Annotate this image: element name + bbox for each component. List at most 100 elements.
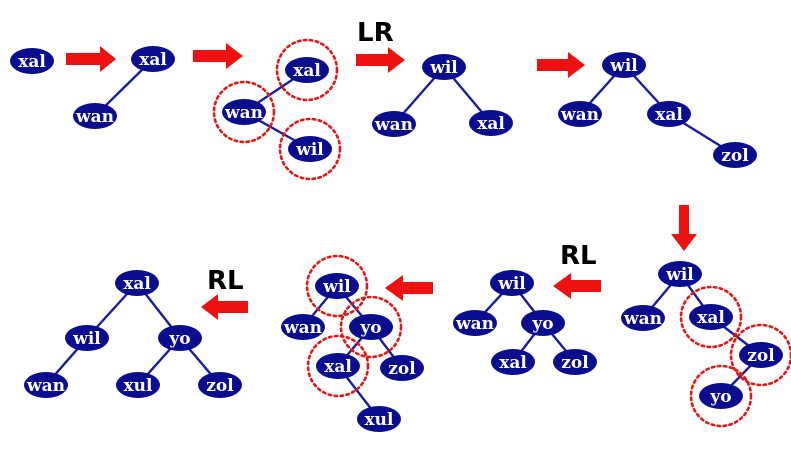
tree-node-t6-xal: xal <box>689 304 733 330</box>
node-label: wan <box>455 314 494 334</box>
node-label: yo <box>531 314 553 334</box>
tree-node-t9-xul: xul <box>116 372 160 398</box>
node-label: wil <box>295 140 324 160</box>
node-shape <box>222 99 266 125</box>
node-label: zol <box>747 346 775 366</box>
node-label: zol <box>388 359 416 379</box>
node-label: wan <box>560 105 599 125</box>
node-label: xal <box>123 274 151 294</box>
node-shape <box>372 111 416 137</box>
tree-node-t4-wan: wan <box>372 111 416 137</box>
node-shape <box>621 305 665 331</box>
node-label: wil <box>497 274 526 294</box>
highlight-ring-t8-wil <box>305 254 369 318</box>
highlight-ring-t8-yo <box>339 295 403 359</box>
tree-node-t3-wan: wan <box>222 99 266 125</box>
node-shape <box>469 110 513 136</box>
step-arrow-right-2 <box>193 43 243 69</box>
node-shape <box>131 46 175 72</box>
tree-node-t7-wil: wil <box>490 270 534 296</box>
step-arrow-left-3 <box>201 294 248 320</box>
node-label: wil <box>322 277 351 297</box>
node-shape <box>158 325 202 351</box>
tree-node-t9-wil: wil <box>65 325 109 351</box>
tree-node-t5-xal: xal <box>647 101 691 127</box>
tree-node-t9-xal: xal <box>115 270 159 296</box>
node-label: zol <box>206 376 234 396</box>
tree-node-t1-xal: xal <box>10 48 54 74</box>
node-label: xal <box>293 61 321 81</box>
node-shape <box>315 273 359 299</box>
tree-node-t8-wan: wan <box>281 314 325 340</box>
tree-node-t9-yo: yo <box>158 325 202 351</box>
rotation-label-rl-first: RL <box>560 241 597 271</box>
node-label: yo <box>168 329 190 349</box>
arrows-layer <box>66 43 697 320</box>
tree-node-t6-zol: zol <box>739 342 783 368</box>
tree-node-t3-xal: xal <box>285 57 329 83</box>
node-label: wil <box>609 56 638 76</box>
highlight-ring-t8-xal <box>306 334 370 398</box>
tree-node-t6-yo: yo <box>699 383 743 409</box>
node-shape <box>739 342 783 368</box>
node-shape <box>349 314 393 340</box>
node-shape <box>647 101 691 127</box>
node-shape <box>453 310 497 336</box>
node-shape <box>285 57 329 83</box>
node-shape <box>553 349 597 375</box>
node-shape <box>699 383 743 409</box>
node-label: xul <box>365 410 394 430</box>
node-label: wil <box>429 58 458 78</box>
node-label: wan <box>224 103 263 123</box>
step-arrow-left-1 <box>553 273 601 299</box>
step-arrow-left-2 <box>385 275 433 301</box>
tree-node-t6-wil: wil <box>658 261 702 287</box>
node-label: zol <box>561 353 589 373</box>
node-label: yo <box>359 318 381 338</box>
tree-node-t8-zol: zol <box>380 355 424 381</box>
node-label: wil <box>665 265 694 285</box>
node-label: xal <box>499 353 527 373</box>
node-shape <box>689 304 733 330</box>
rotation-label-lr: LR <box>357 18 394 48</box>
tree-node-t4-wil: wil <box>422 54 466 80</box>
tree-node-t8-yo: yo <box>349 314 393 340</box>
node-label: wan <box>374 115 413 135</box>
node-label: wan <box>623 309 662 329</box>
tree-node-t2-xal: xal <box>131 46 175 72</box>
node-label: zol <box>721 146 749 166</box>
tree-node-t7-wan: wan <box>453 310 497 336</box>
node-shape <box>24 372 68 398</box>
tree-node-t9-zol: zol <box>198 372 242 398</box>
node-label: wan <box>283 318 322 338</box>
node-shape <box>422 54 466 80</box>
node-shape <box>713 142 757 168</box>
tree-node-t4-xal: xal <box>469 110 513 136</box>
node-label: wan <box>26 376 65 396</box>
node-shape <box>380 355 424 381</box>
rotation-label-rl-second: RL <box>207 266 244 296</box>
node-label: wan <box>75 107 114 127</box>
tree-node-t7-zol: zol <box>553 349 597 375</box>
node-shape <box>490 270 534 296</box>
highlight-ring-t6-yo <box>689 364 753 428</box>
node-shape <box>65 325 109 351</box>
tree-node-t7-xal: xal <box>491 349 535 375</box>
highlight-ring-t3-xal <box>275 38 339 102</box>
tree-node-t8-wil: wil <box>315 273 359 299</box>
node-label: yo <box>709 387 731 407</box>
step-arrow-right-1 <box>66 46 116 72</box>
tree-node-t9-wan: wan <box>24 372 68 398</box>
tree-node-t5-wan: wan <box>558 101 602 127</box>
highlight-rings-layer <box>212 38 791 428</box>
step-arrow-right-3 <box>356 47 405 73</box>
node-label: xal <box>477 114 505 134</box>
tree-node-t8-xul: xul <box>357 406 401 432</box>
node-label: xul <box>124 376 153 396</box>
tree-node-t5-wil: wil <box>602 52 646 78</box>
node-label: xal <box>655 105 683 125</box>
node-label: xal <box>697 308 725 328</box>
